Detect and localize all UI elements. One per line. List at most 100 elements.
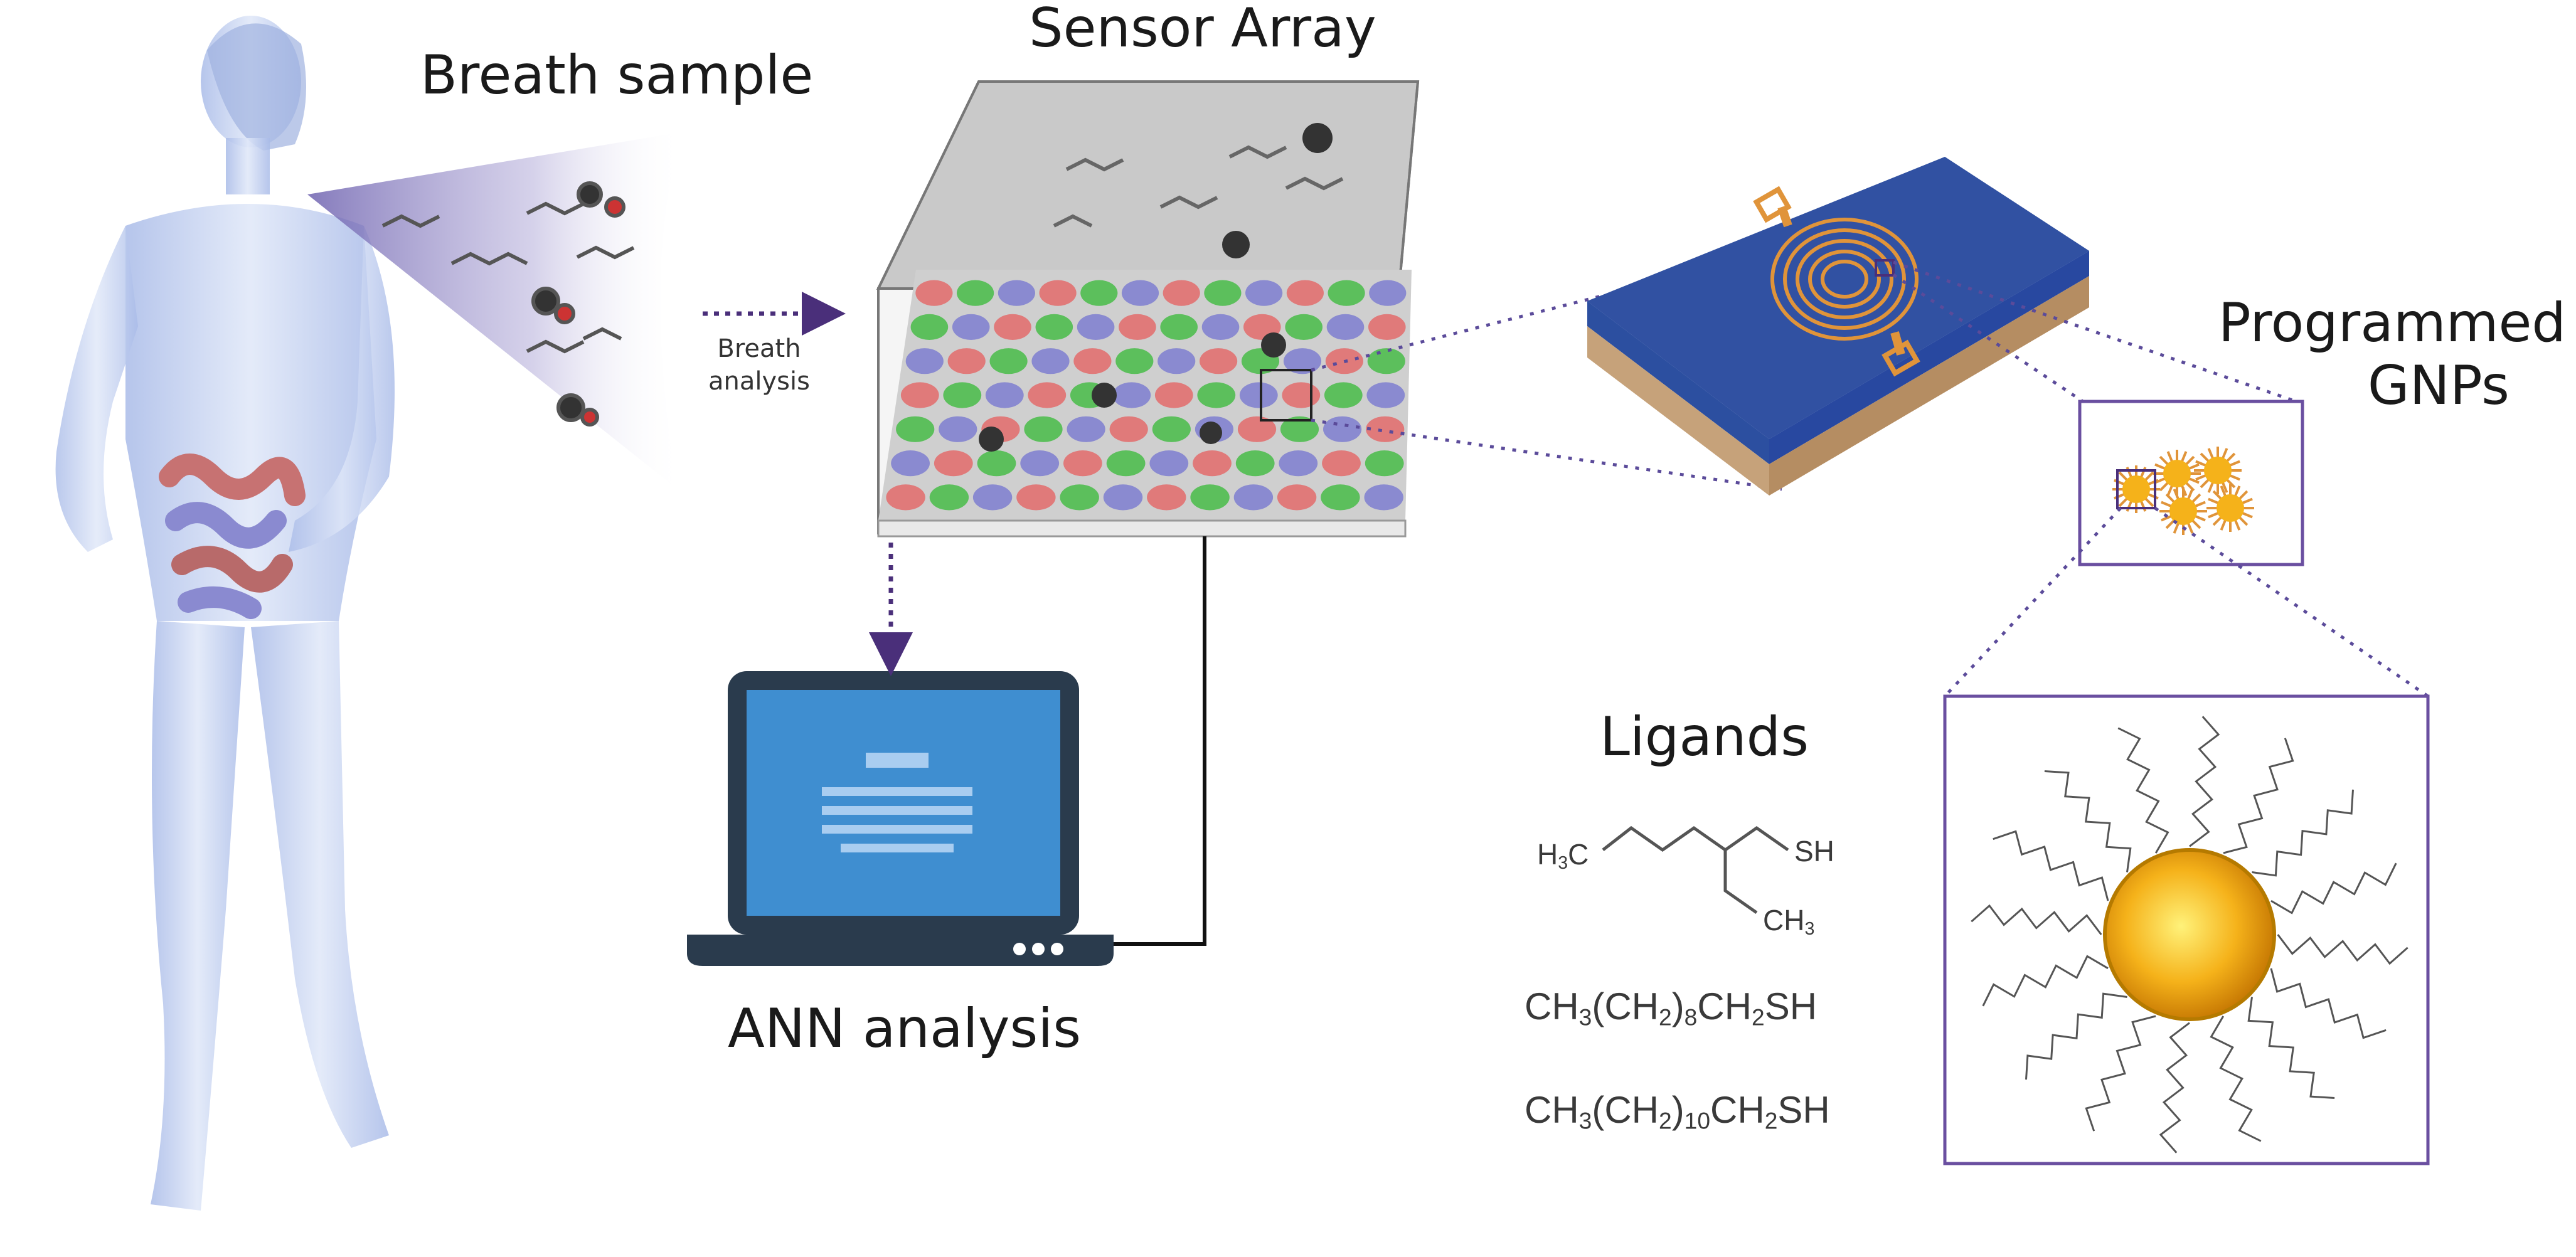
sensor-pad <box>1277 484 1317 511</box>
sensor-pad <box>1239 382 1278 408</box>
sensor-pad <box>939 416 977 442</box>
ligand-chain <box>2270 968 2387 1039</box>
breath-sample-label: Breath sample <box>420 44 814 107</box>
sensor-grid <box>886 280 1407 511</box>
sensor-pad <box>1193 450 1232 477</box>
sensor-pad <box>1365 450 1404 477</box>
sensor-pad <box>915 280 953 306</box>
ligand-formula-2: CH3(CH2)10CH2SH <box>1525 1089 1830 1134</box>
sensor-pad <box>1328 280 1365 306</box>
sensor-pad <box>1200 348 1238 374</box>
sensor-pad <box>1368 314 1406 340</box>
ligand-chain <box>2247 997 2335 1099</box>
gold-nanoparticle-detail <box>1943 694 2430 1165</box>
ligands-title: Ligands <box>1600 706 1809 768</box>
ligand-chain <box>2044 770 2132 872</box>
sensor-pad <box>891 450 930 477</box>
sensor-pad <box>1115 348 1154 374</box>
sensor-pad <box>1282 382 1321 408</box>
intestines <box>159 453 306 619</box>
sensor-pad <box>1024 416 1063 442</box>
sensor-pad <box>1367 348 1405 374</box>
sensor-pad <box>1112 382 1151 408</box>
ligand-chain <box>2210 1016 2262 1142</box>
sensor-pad <box>1197 382 1236 408</box>
sensor-pad <box>994 314 1031 340</box>
sensor-pad <box>947 348 986 374</box>
sensor-pad <box>905 348 944 374</box>
sensor-pad <box>1280 416 1319 442</box>
ligand-chain <box>1982 955 2109 1007</box>
ligand-chain <box>2025 992 2127 1080</box>
sensor-pad <box>896 416 935 442</box>
sensor-pad <box>1063 450 1102 477</box>
sensor-pad <box>943 382 982 408</box>
sensor-pad <box>1020 450 1060 477</box>
sensor-pad <box>1106 450 1146 477</box>
sensor-pad <box>1366 416 1405 442</box>
sensor-pad <box>998 280 1035 306</box>
sensor-pad <box>1060 484 1099 511</box>
sensor-molecules <box>979 123 1344 452</box>
ligand-chain <box>2117 727 2169 854</box>
ligand-chain <box>1993 830 2109 901</box>
sensor-pad <box>1190 484 1230 511</box>
ligand-chain <box>2159 1022 2190 1154</box>
gnp-particle <box>2206 484 2254 532</box>
ligand-branched-left: H3C <box>1537 838 1589 874</box>
sensor-chip <box>1587 157 2089 496</box>
sensor-pad <box>1158 348 1196 374</box>
breath-cone <box>307 132 684 489</box>
zoom-lines-chip <box>1311 293 1782 491</box>
electrode-coil <box>1770 205 1919 356</box>
sensor-pad <box>1067 416 1105 442</box>
sensor-pad <box>1077 314 1115 340</box>
sensor-pad <box>1154 382 1193 408</box>
sensor-array-title: Sensor Array <box>1029 0 1376 60</box>
sensor-pad <box>1016 484 1056 511</box>
gnp-particle <box>2153 450 2201 497</box>
sensor-array-box <box>876 80 1420 538</box>
sensor-pad <box>900 382 939 408</box>
sensor-pad <box>1279 450 1318 477</box>
sensor-pad <box>1121 280 1159 306</box>
human-figure <box>55 16 395 1211</box>
gnp-particle <box>2194 447 2242 494</box>
sensor-pad <box>1031 348 1070 374</box>
sensor-pad <box>1073 348 1112 374</box>
ligand-branched-right: SH <box>1794 835 1834 867</box>
branched-ligand-structure <box>1602 825 1789 915</box>
sensor-cable <box>1114 536 1206 946</box>
sensor-pad <box>1245 280 1283 306</box>
sensor-pad <box>910 314 949 340</box>
sensor-pad <box>1324 382 1363 408</box>
sensor-pad <box>952 314 990 340</box>
laptop <box>687 671 1114 966</box>
sensor-pad <box>1119 314 1156 340</box>
sensor-pad <box>989 348 1028 374</box>
sensor-pad <box>1201 314 1240 340</box>
breath-analysis-line2: analysis <box>708 367 810 396</box>
sensor-zoom-box <box>1260 369 1312 422</box>
breath-analysis-line1: Breath <box>717 334 801 363</box>
sensor-pad <box>1237 416 1277 442</box>
ann-analysis-label: ANN analysis <box>728 997 1082 1060</box>
sensor-pad <box>1147 484 1186 511</box>
ligand-chain <box>2270 862 2397 915</box>
zoom-lines-gnp <box>1892 260 2297 403</box>
sensor-pad <box>1233 484 1274 511</box>
ligand-chains <box>1971 716 2408 1154</box>
sensor-pad <box>1321 484 1360 511</box>
gold-core <box>2103 848 2276 1021</box>
sensor-pad <box>1204 280 1242 306</box>
ligand-chain <box>2277 934 2408 965</box>
sensor-pad <box>1286 280 1324 306</box>
sensor-pad <box>985 382 1024 408</box>
sensor-pad <box>1283 348 1322 374</box>
sensor-pad <box>934 450 973 477</box>
ligand-chain <box>2085 1015 2156 1132</box>
ligand-formula-1: CH3(CH2)8CH2SH <box>1525 985 1818 1031</box>
sensor-pad <box>1322 450 1361 477</box>
ligand-chain <box>2252 789 2354 877</box>
sensor-pad <box>1323 416 1362 442</box>
